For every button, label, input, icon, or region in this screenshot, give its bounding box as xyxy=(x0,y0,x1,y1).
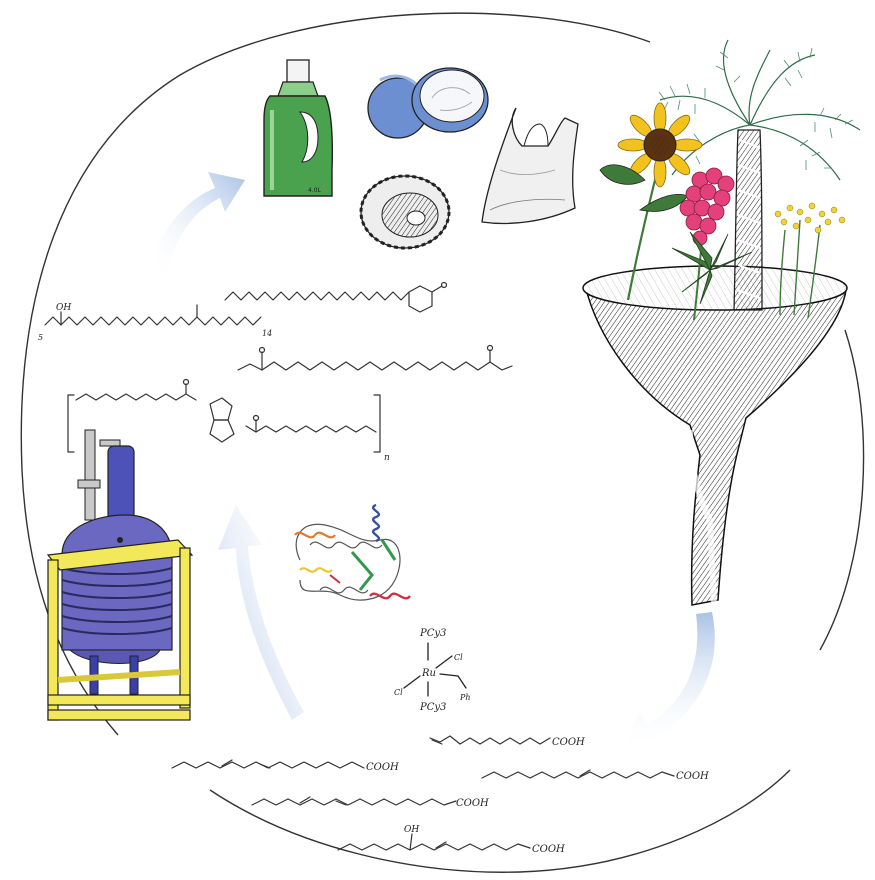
hydroxy-ester-structure: OH 5 14 xyxy=(38,303,272,342)
gear-icon xyxy=(361,176,449,248)
acid-label-3: COOH xyxy=(366,762,399,773)
acid-label-4: COOH xyxy=(456,798,489,809)
recycle-arrow-icon xyxy=(150,172,245,272)
ruthenium-label: Ru xyxy=(421,668,436,679)
fatty-acid-5: OH COOH xyxy=(338,825,565,855)
bottle-volume-label: 4.0L xyxy=(308,187,322,194)
cream-jar-icon xyxy=(368,68,488,138)
fatty-acid-1: COOH xyxy=(430,736,585,748)
chloride-upper-label: Cl xyxy=(454,653,463,662)
grubbs-catalyst-structure: PCy3 Ru Cl Cl Ph PCy3 xyxy=(394,628,471,713)
subscript-5-label: 5 xyxy=(38,333,43,342)
cycle-circle-bottom xyxy=(210,770,790,872)
subscript-n-label: n xyxy=(384,453,390,463)
fatty-acid-3: COOH xyxy=(172,760,399,773)
fatty-acid-2: COOH xyxy=(482,770,709,782)
enzyme-icon xyxy=(295,505,410,600)
reactor-icon xyxy=(48,430,192,720)
recycle-arrow-icon xyxy=(622,612,715,752)
funnel-icon xyxy=(583,266,847,605)
recycle-arrow-icon xyxy=(218,505,304,720)
subscript-14-label: 14 xyxy=(262,329,272,338)
hydroxyl-label-2: OH xyxy=(404,825,419,835)
cycle-circle-right xyxy=(820,330,864,650)
acid-label-2: COOH xyxy=(676,771,709,782)
detergent-bottle-icon: 4.0L xyxy=(264,60,332,196)
ligand-top-label: PCy3 xyxy=(419,628,446,639)
acid-label-1: COOH xyxy=(552,737,585,748)
chloride-lower-label: Cl xyxy=(394,688,403,697)
lactone-structure xyxy=(225,283,447,313)
hydroxyl-label: OH xyxy=(56,303,71,313)
fatty-acid-4: COOH xyxy=(252,797,489,809)
diester-structure xyxy=(238,346,512,371)
plastic-bag-icon xyxy=(482,108,578,223)
acid-label-5: COOH xyxy=(532,844,565,855)
phenyl-label: Ph xyxy=(459,693,471,702)
ligand-bottom-label: PCy3 xyxy=(419,702,446,713)
